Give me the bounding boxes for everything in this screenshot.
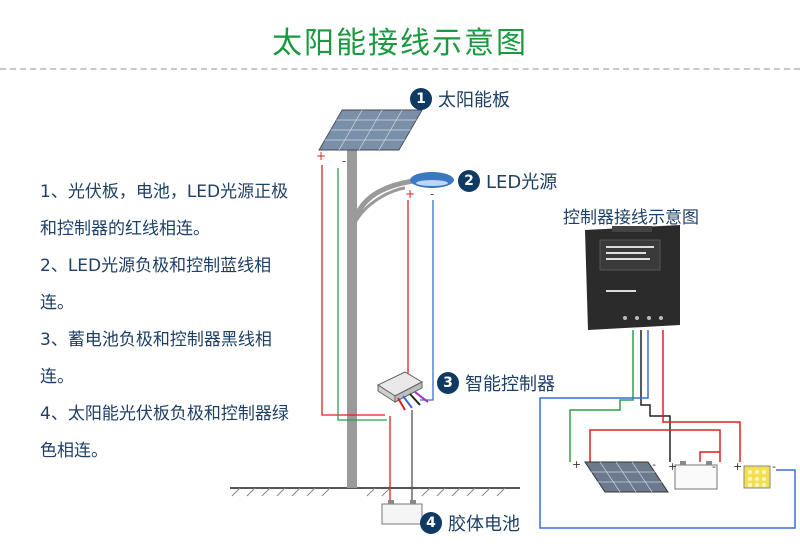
svg-text:-: - [712, 460, 716, 473]
note-3: 3、蓄电池负极和控制器黑线相连。 [40, 330, 272, 387]
controller-diagram-title: 控制器接线示意图 [563, 208, 699, 228]
callout-controller: 3 智能控制器 [437, 370, 555, 396]
panel-plus: + [316, 149, 326, 163]
page-title: 太阳能接线示意图 [272, 26, 528, 61]
panel-minus: - [342, 154, 346, 168]
callout-number-4: 4 [420, 512, 442, 534]
callout-number-3: 3 [437, 372, 459, 394]
controller-unit-icon [585, 225, 680, 330]
small-solar-panel-icon [584, 461, 669, 493]
callout-number-2: 2 [458, 170, 480, 192]
svg-text:+: + [733, 460, 742, 473]
battery-icon [381, 500, 423, 525]
ground-hatch [231, 487, 506, 497]
callout-label-3: 智能控制器 [465, 374, 555, 395]
lamp-plus: + [405, 187, 415, 201]
small-battery-icon [674, 461, 718, 490]
callout-battery: 4 胶体电池 [420, 510, 520, 536]
lamp-minus: - [430, 187, 434, 201]
callout-led: 2 LED光源 [458, 168, 557, 194]
callout-number-1: 1 [410, 88, 432, 110]
callout-label-2: LED光源 [486, 172, 558, 193]
callout-label-1: 太阳能板 [438, 90, 510, 111]
svg-text:+: + [668, 460, 677, 473]
svg-text:-: - [772, 460, 776, 473]
svg-text:-: - [652, 458, 656, 471]
callout-solar-panel: 1 太阳能板 [410, 86, 510, 112]
divider [0, 68, 800, 70]
callout-label-4: 胶体电池 [448, 514, 520, 535]
lamp-pole [347, 150, 357, 488]
note-4: 4、太阳能光伏板负极和控制器绿色相连。 [40, 404, 289, 461]
note-2: 2、LED光源负极和控制蓝线相连。 [40, 256, 272, 313]
smart-controller-icon [376, 371, 424, 403]
instruction-notes: 1、光伏板，电池，LED光源正极和控制器的红线相连。 2、LED光源负极和控制蓝… [40, 174, 290, 470]
small-led-icon [743, 465, 771, 489]
solar-panel-icon [318, 109, 423, 151]
svg-text:+: + [572, 458, 581, 471]
note-1: 1、光伏板，电池，LED光源正极和控制器的红线相连。 [40, 182, 289, 239]
